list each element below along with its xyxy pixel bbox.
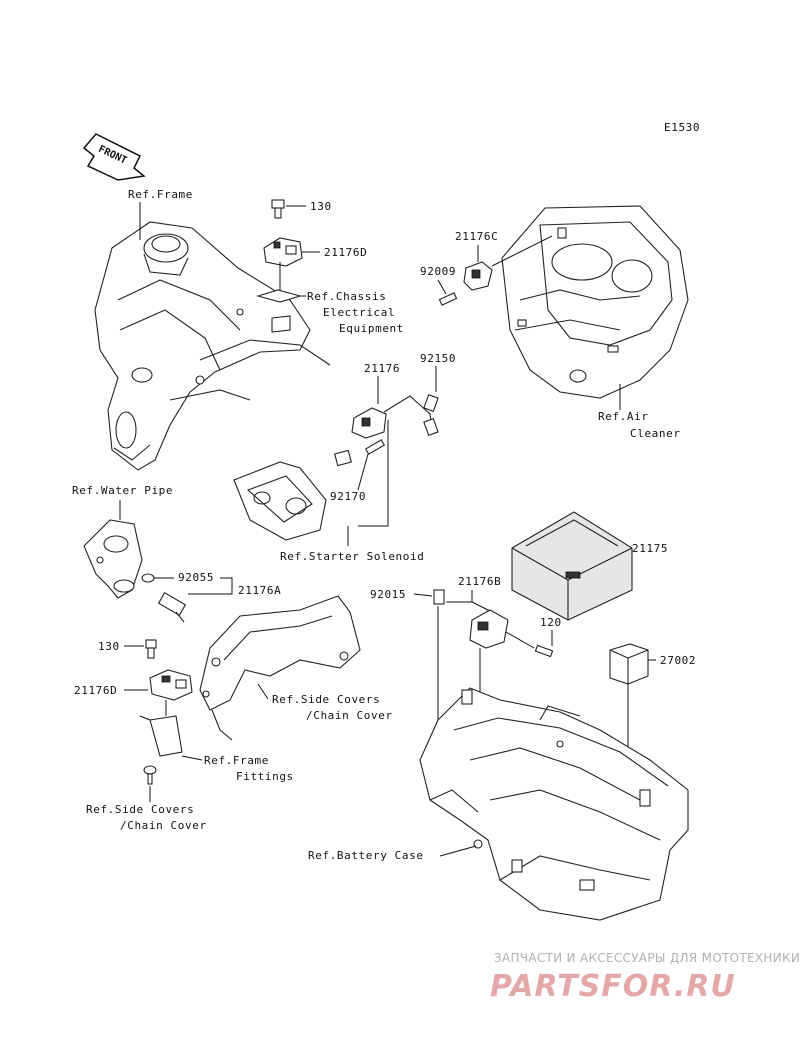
ref-side-covers-label-2: /Chain Cover xyxy=(306,709,393,722)
part-21176d-top-label: 21176D xyxy=(324,246,367,259)
part-21176c-label: 21176C xyxy=(455,230,498,243)
ref-side-covers-bottom-label-2: /Chain Cover xyxy=(120,819,207,832)
ref-water-pipe-label: Ref.Water Pipe xyxy=(72,484,173,497)
watermark-line1: ЗАПЧАСТИ И АКСЕССУАРЫ ДЛЯ МОТОТЕХНИКИ xyxy=(494,951,800,965)
clip-92015 xyxy=(433,589,445,605)
ref-air-label-1: Ref.Air xyxy=(598,410,649,423)
watermark-logo: PARTSFOR.RU xyxy=(490,969,736,1004)
ref-frame-label: Ref.Frame xyxy=(128,188,193,201)
frame-fitting-bracket xyxy=(139,700,203,761)
ref-chassis-label-3: Equipment xyxy=(339,322,404,335)
screw-side-cover xyxy=(143,765,157,785)
part-21176b-label: 21176B xyxy=(458,575,501,588)
part-92009-label: 92009 xyxy=(420,265,456,278)
ref-air-label-2: Cleaner xyxy=(630,427,681,440)
diagram-code: E1530 xyxy=(664,121,700,134)
part-21176d-left-label: 21176D xyxy=(74,684,117,697)
sensor-21176d-left xyxy=(149,669,193,701)
sensor-21176 xyxy=(351,394,439,439)
part-21175-label: 21175 xyxy=(632,542,668,555)
ref-frame-fittings-label-2: Fittings xyxy=(236,770,294,783)
bolt-130-top xyxy=(271,199,285,219)
starter-solenoid-drawing xyxy=(233,449,352,541)
sensor-21176d-top xyxy=(263,237,303,267)
part-120-label: 120 xyxy=(540,616,562,629)
ref-side-covers-label-1: Ref.Side Covers xyxy=(272,693,380,706)
ref-battery-case-label: Ref.Battery Case xyxy=(308,849,424,862)
frame-drawing xyxy=(94,221,331,471)
ref-starter-label: Ref.Starter Solenoid xyxy=(280,550,424,563)
bolt-92009 xyxy=(438,292,458,306)
gasket-92055 xyxy=(141,573,155,583)
sensor-21176a xyxy=(157,592,187,623)
part-21176a-label: 21176A xyxy=(238,584,281,597)
ref-frame-fittings-label-1: Ref.Frame xyxy=(204,754,269,767)
part-92170-label: 92170 xyxy=(330,490,366,503)
part-92150-label: 92150 xyxy=(420,352,456,365)
ref-chassis-label-1: Ref.Chassis xyxy=(307,290,386,303)
ecu-21175 xyxy=(511,511,633,621)
water-pipe-drawing xyxy=(83,519,143,599)
air-cleaner-drawing xyxy=(501,205,689,399)
bolt-92170 xyxy=(364,439,386,455)
relay-27002 xyxy=(609,643,649,685)
sensor-21176c xyxy=(463,235,553,291)
part-92015-label: 92015 xyxy=(370,588,406,601)
ref-side-covers-bottom-label-1: Ref.Side Covers xyxy=(86,803,194,816)
part-21176-label: 21176 xyxy=(364,362,400,375)
part-27002-label: 27002 xyxy=(660,654,696,667)
chassis-bracket xyxy=(271,315,291,333)
front-arrow-icon: FRONT xyxy=(82,133,146,181)
sensor-21176b xyxy=(469,609,509,649)
battery-case-drawing xyxy=(419,687,689,921)
side-cover-bracket-drawing xyxy=(199,595,361,741)
bolt-120 xyxy=(534,644,554,658)
part-92055-label: 92055 xyxy=(178,571,214,584)
part-130-left-label: 130 xyxy=(98,640,120,653)
part-130-top-label: 130 xyxy=(310,200,332,213)
ref-chassis-label-2: Electrical xyxy=(323,306,395,319)
bolt-130-left xyxy=(145,639,157,659)
